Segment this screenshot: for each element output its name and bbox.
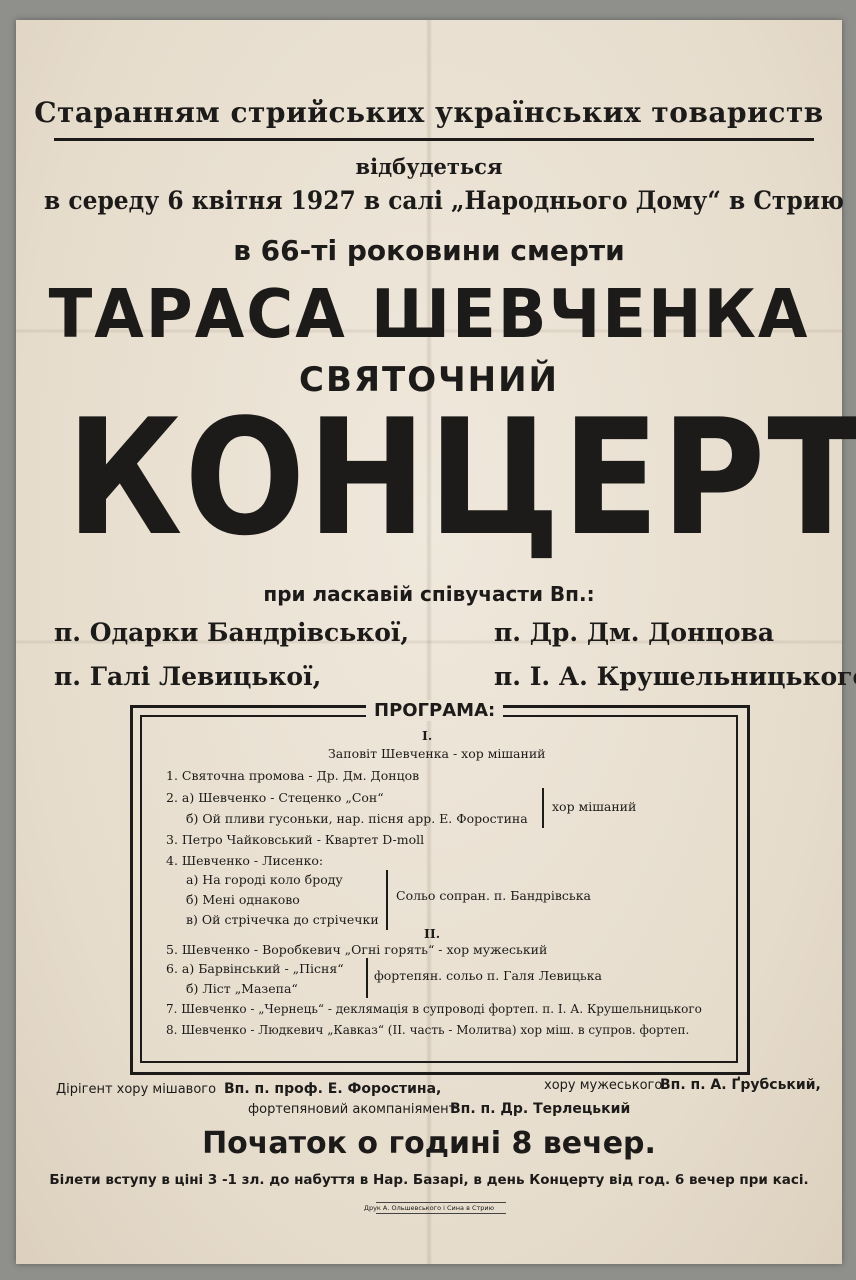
singer-4: п. І. А. Крушельницького — [494, 662, 856, 691]
program-item-6b: б) Ліст „Мазепа“ — [186, 981, 298, 996]
start-time: Початок о годині 8 вечер. — [202, 1126, 656, 1161]
program-item-4: 4. Шевченко - Лисенко: — [166, 853, 324, 868]
program-item-4b: б) Мені однаково — [186, 892, 300, 907]
program-item-2a: 2. а) Шевченко - Стеценко „Сон“ — [166, 790, 384, 805]
program-part-1: I. — [422, 728, 433, 743]
participation-line: при ласкавій співучасти Вп.: — [263, 582, 595, 606]
program-item-6a: 6. а) Барвінський - „Пісня“ — [166, 961, 344, 976]
program-item-1: 1. Святочна промова - Др. Дм. Донцов — [166, 768, 420, 783]
program-item-7: 7. Шевченко - „Чернець“ - деклямація в с… — [166, 1002, 702, 1016]
piano-name: Вп. п. Др. Терлецький — [450, 1101, 631, 1117]
ticket-info: Білети вступу в ціні 3 -1 зл. до набуття… — [49, 1172, 809, 1188]
program-item-2b: б) Ой пливи гусоньки, нар. пісня арр. Е.… — [186, 811, 528, 826]
singer-1: п. Одарки Бандрівської, — [54, 618, 410, 647]
poster-header: Старанням стрийських українських товарис… — [34, 96, 824, 129]
printer-credit: Друк А. Ольшевського і Сина в Стрию — [363, 1204, 495, 1212]
program-opening: Заповіт Шевченка - хор мішаний — [328, 746, 546, 761]
program-item-6-performer: фортепян. сольо п. Галя Левицька — [374, 968, 603, 983]
conductor-mixed-label: Дірігент хору мішавого — [56, 1082, 217, 1097]
program-item-8: 8. Шевченко - Людкевич „Кавказ“ (II. час… — [166, 1023, 690, 1037]
occasion-line: в 66-ті роковини смерти — [233, 234, 625, 267]
concert-poster: Старанням стрийських українських товарис… — [16, 20, 856, 1264]
program-part-2: II. — [424, 926, 441, 941]
program-bracket-2 — [542, 788, 544, 828]
program-item-4a: а) На городі коло броду — [186, 872, 343, 887]
printer-rule-top — [376, 1202, 506, 1203]
program-item-2-performer: хор мішаний — [552, 799, 637, 814]
piano-label: фортепяновий акомпаніямент — [248, 1102, 457, 1117]
program-title: ПРОГРАМА: — [366, 700, 504, 721]
conductor-mixed-name: Вп. п. проф. Е. Форостина, — [224, 1081, 442, 1097]
date-line: в середу 6 квітня 1927 в салі „Народньог… — [44, 186, 845, 215]
program-item-4-performer: Сольо сопран. п. Бандрівська — [396, 888, 591, 903]
event-adjective: СВЯТОЧНИЙ — [299, 360, 559, 400]
conductor-male-name: Вп. п. А. Ґрубський, — [660, 1077, 821, 1093]
program-bracket-4 — [386, 870, 388, 930]
conductor-male-label: хору мужеського — [544, 1078, 663, 1093]
honoree-name: ТАРАСА ШЕВЧЕНКА — [48, 276, 810, 354]
event-title: КОНЦЕРТ — [66, 384, 856, 571]
singer-3: п. Галі Левицької, — [54, 662, 322, 691]
program-item-3: 3. Петро Чайковський - Квартет D-moll — [166, 832, 425, 847]
program-item-5: 5. Шевченко - Воробкевич „Огні горять“ -… — [166, 942, 548, 957]
singer-2: п. Др. Дм. Донцова — [494, 618, 775, 647]
program-bracket-6 — [366, 958, 368, 998]
header-divider — [54, 138, 814, 141]
printer-rule-bottom — [376, 1213, 506, 1214]
intro-text: відбудеться — [355, 154, 503, 179]
program-item-4c: в) Ой стрічечка до стрічечки — [186, 912, 379, 927]
